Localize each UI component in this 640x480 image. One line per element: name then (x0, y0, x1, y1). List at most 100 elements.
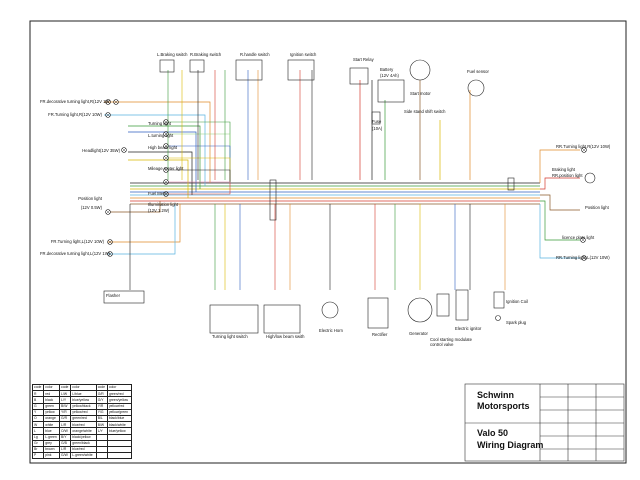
turning-light-switch-box (209, 304, 259, 334)
fuel-sensor (467, 79, 485, 97)
label-fuel-meter: Fuel Meter (148, 191, 169, 196)
license-bulb (580, 237, 586, 243)
high-low-beam-switch-box (263, 304, 301, 334)
meter-bulb-filament (164, 156, 168, 160)
doc-title: Wiring Diagram (477, 440, 544, 450)
company-name: Schwinn (477, 390, 515, 400)
license-bulb-filament (581, 238, 585, 242)
label-start-relay: Start Relay (353, 57, 374, 62)
label-braking-light: Braking light (552, 167, 576, 172)
meter-bulb (163, 119, 169, 125)
ignition-coil-box (493, 291, 505, 309)
rear-lamp (584, 172, 596, 184)
start-relay-box (349, 67, 369, 85)
label-spark-plug: Spark plug (506, 320, 527, 325)
label-rr-turn-r: RR.Turning light,R(12V 10W) (556, 144, 611, 149)
label-ignition-coil: Ignition Coil (506, 299, 528, 304)
meter-bulb-filament (164, 120, 168, 124)
generator (407, 297, 433, 323)
label-side-stand-switch: Side stand shift switch (404, 109, 446, 114)
meter-wire (168, 121, 231, 183)
rr-turn-l-bulb (581, 255, 587, 261)
position-light-wire (110, 201, 161, 213)
flasher-box (103, 290, 145, 304)
legend-cell (106, 452, 133, 460)
fr-deco-turn-r-bulb (105, 99, 111, 105)
headlight-bulb (121, 147, 127, 153)
model-name: Valo 50 (477, 428, 509, 438)
label-rr-turn-l: RR.Turning light,L(12V 10W) (556, 255, 610, 260)
outer-border (29, 20, 627, 464)
components (103, 59, 596, 334)
r-braking-switch-box (189, 59, 205, 73)
cool-starting-valve (436, 293, 450, 317)
fr-turn-l-wire (108, 204, 181, 243)
label-electric-ignitor: Electric ignitor (455, 326, 482, 331)
meter-wire (168, 169, 231, 183)
label-position-light-front: Position light (78, 196, 102, 201)
rr-turn-r-bulb (581, 147, 587, 153)
label-fuel-sensor: Fuel sensor (467, 69, 489, 74)
fr-deco-turn-r-bulb-b-filament (114, 100, 118, 104)
label-r-braking-switch: R.Braking switch (190, 52, 222, 57)
legend-cell: G/W (59, 452, 72, 460)
spark-plug (495, 315, 501, 321)
meter-bulb (163, 143, 169, 149)
r-handle-switch-box (235, 59, 263, 81)
legend-cell: L.green/white (70, 452, 97, 460)
label-l-turning-light: L.turning light (148, 133, 174, 138)
ignition-switch-box (287, 59, 315, 81)
label-l-braking-switch: L.Braking switch (157, 52, 188, 57)
fr-turn-r-bulb (105, 112, 111, 118)
fuse-box (371, 111, 381, 125)
meter-bulb-filament (164, 192, 168, 196)
start-motor (409, 59, 431, 81)
fr-turn-l-bulb (107, 239, 113, 245)
electric-horn (321, 301, 339, 319)
license-wire (540, 200, 580, 241)
label-turning-light: Turning light (148, 121, 171, 126)
label-fuse-spec: (10A) (372, 126, 383, 131)
label-position-light-rear: Position light (585, 205, 609, 210)
meter-bulb (163, 131, 169, 137)
label-cool-starting-2: control valve (430, 342, 454, 347)
headlight-bulb-filament (122, 148, 126, 152)
meter-bulb-filament (164, 168, 168, 172)
electric-ignitor-box (455, 289, 469, 321)
label-illumination-light: Illumination light (148, 202, 179, 207)
label-ignition-switch: Ignition switch (290, 52, 317, 57)
brake-wire (540, 177, 580, 190)
front-light-wire (128, 131, 197, 192)
meter-bulb (163, 167, 169, 173)
wire-harness (104, 70, 580, 290)
position-light-bulb (105, 209, 111, 215)
legend-cell: green/yellow (106, 396, 133, 404)
label-electric-horn: Electric Horn (319, 328, 343, 333)
rr-turn-l-bulb-filament (582, 256, 586, 260)
label-battery-spec: (12V 4Ah) (380, 73, 399, 78)
meter-bulb (163, 155, 169, 161)
label-mileage-meter-light: Mileage meter light (148, 166, 184, 171)
rr-turn-r-bulb-filament (582, 148, 586, 152)
label-fr-deco-turn-l: FR.decorative turning light,L(12V 1W) (40, 251, 111, 256)
meter-wire (168, 145, 231, 183)
meter-wire (168, 181, 231, 183)
meter-bulb-filament (164, 132, 168, 136)
front-light-wire (128, 125, 201, 189)
label-fr-turn-l: FR.Turning light,L(12V 10W) (50, 239, 104, 244)
rr-turn-l-wire (539, 204, 580, 259)
position-light-bulb-filament (106, 210, 110, 214)
label-turning-light-switch: Turning light switch (212, 334, 248, 339)
label-license-plate-light: licence plate light (562, 235, 595, 240)
meter-wire (168, 133, 231, 183)
label-fr-turn-r: FR.Turning light,R(12V 10W) (48, 112, 102, 117)
front-light-wire (128, 159, 189, 198)
